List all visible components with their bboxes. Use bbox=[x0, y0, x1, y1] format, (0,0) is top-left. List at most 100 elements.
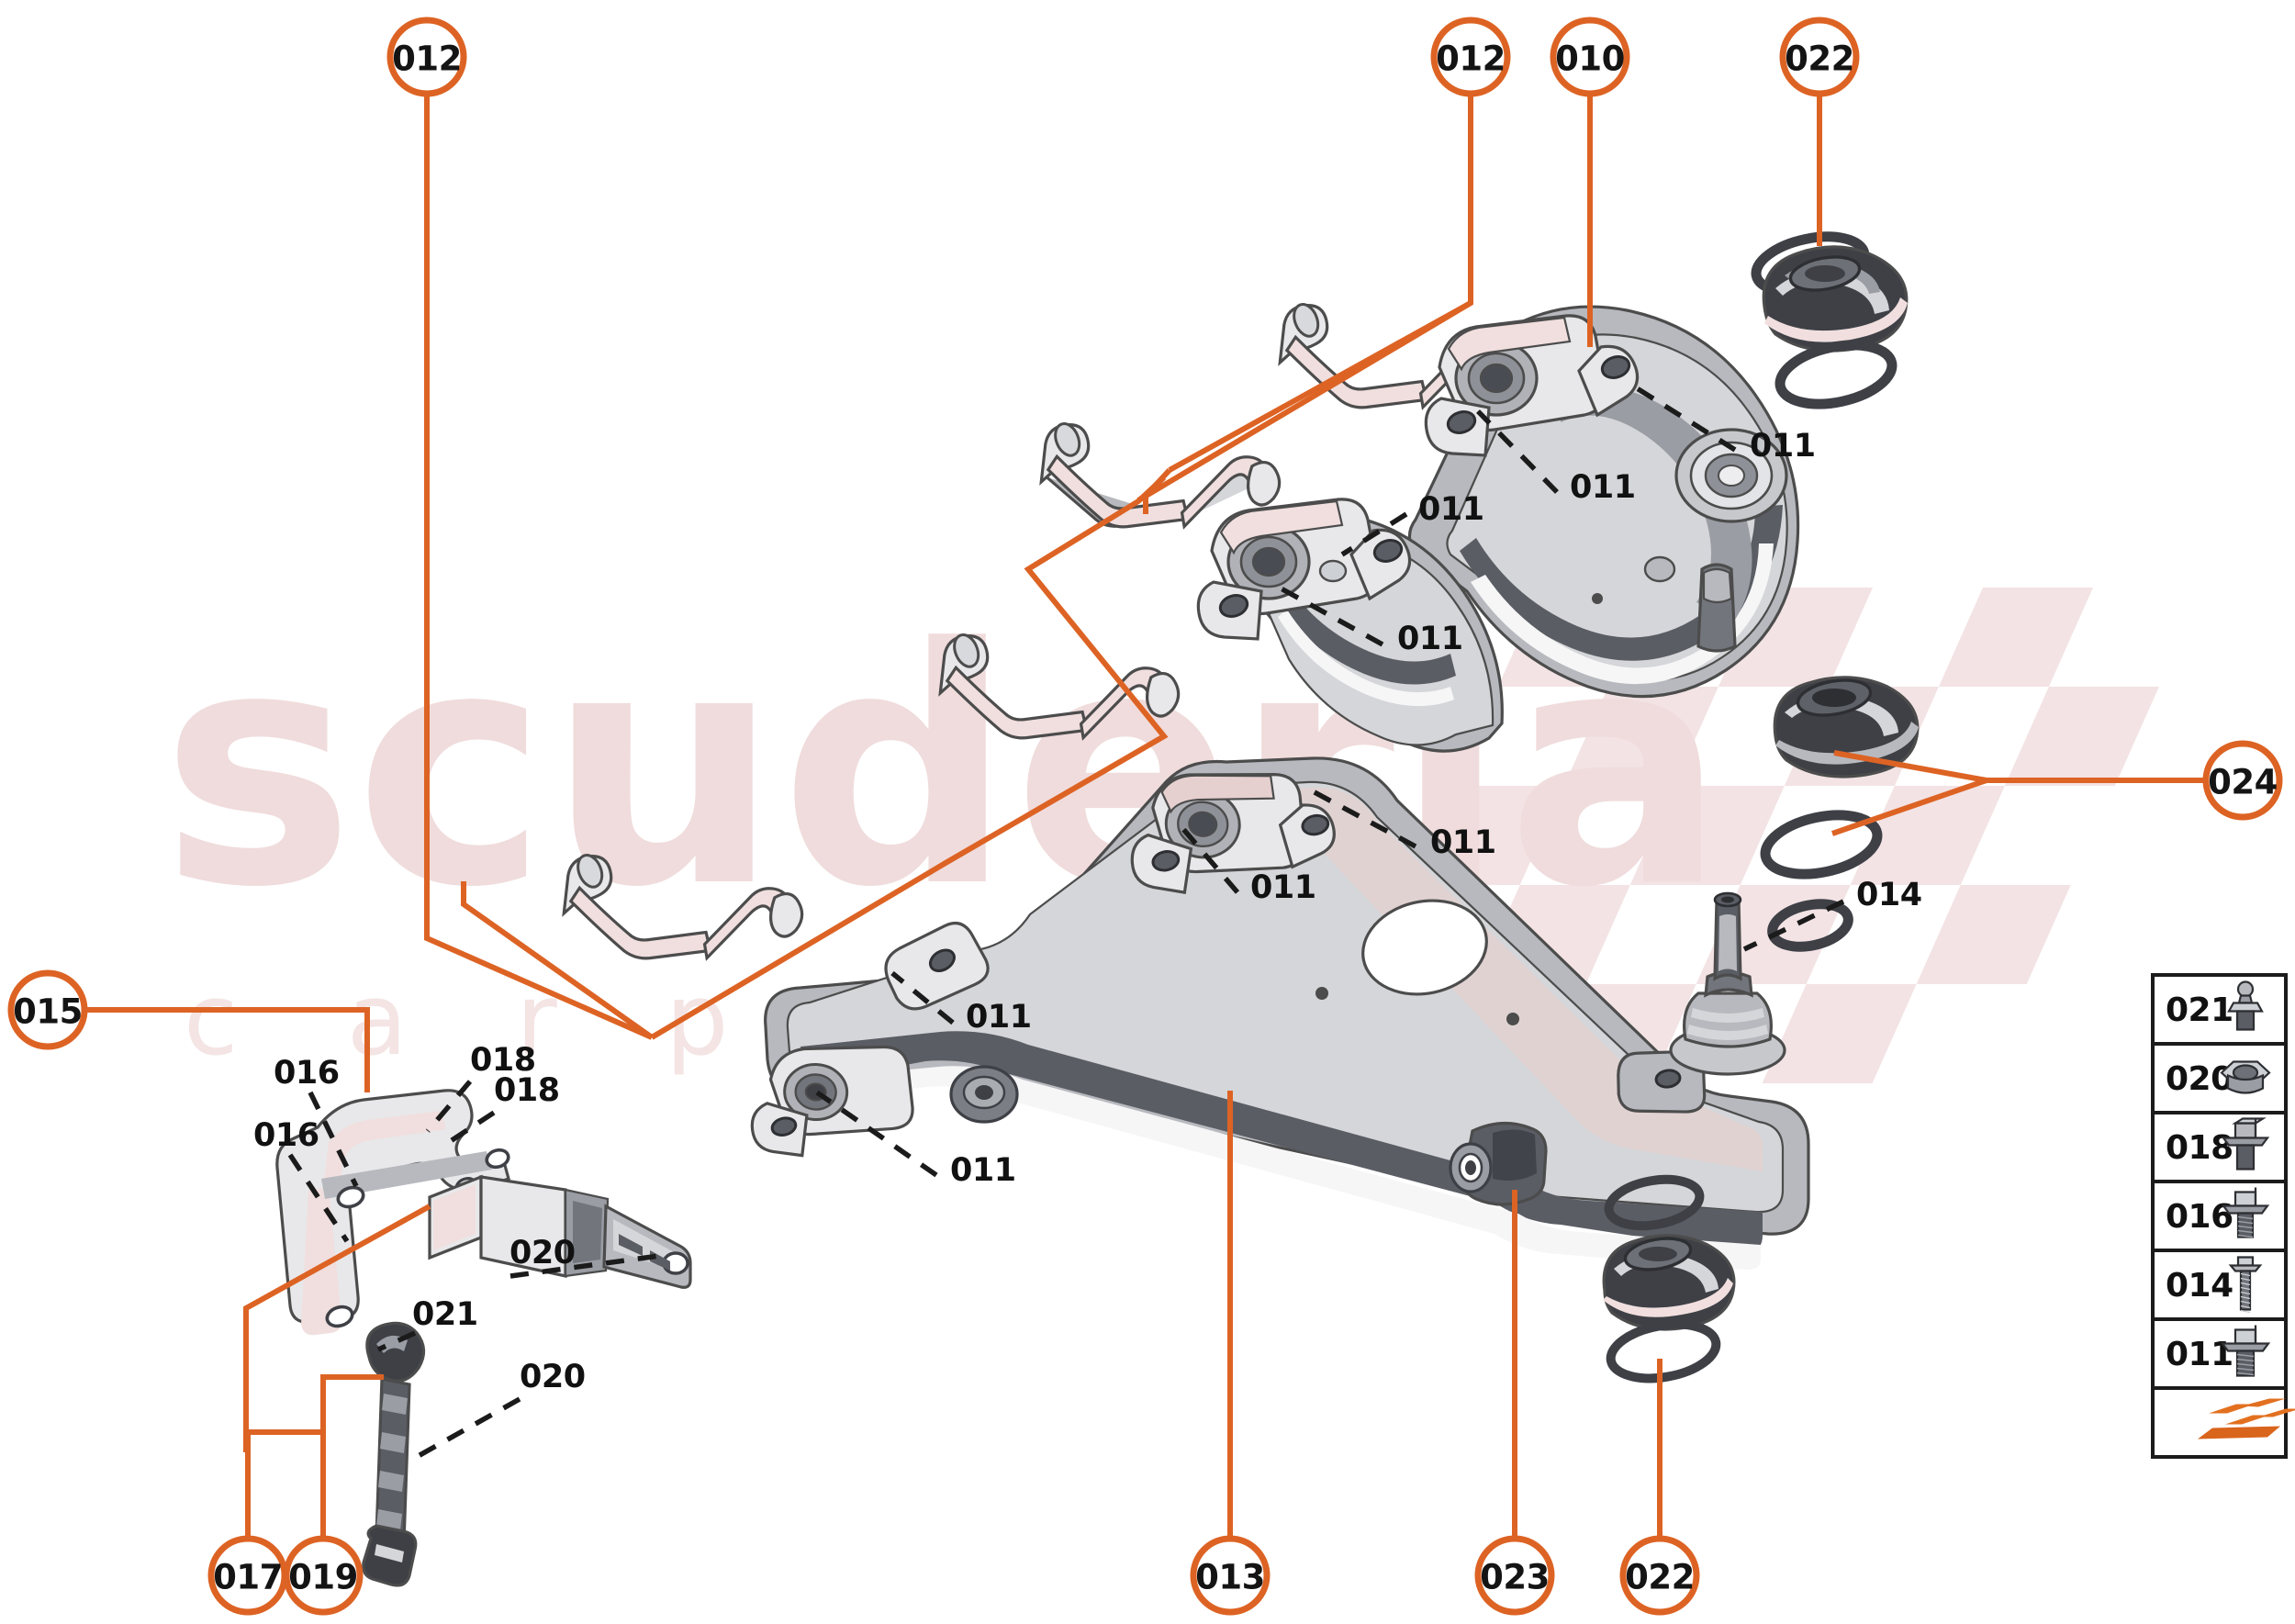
ball-joint-boot-kit-bottom bbox=[1602, 1174, 1736, 1383]
legend-row-label: 016 bbox=[2166, 1198, 2233, 1236]
callout-022[interactable]: 022 bbox=[1779, 17, 1860, 97]
callout-circle[interactable] bbox=[1430, 17, 1511, 97]
item-label: 016 bbox=[274, 1055, 340, 1092]
leader-012-diagonal2 bbox=[650, 475, 1169, 1040]
callout-013[interactable]: 013 bbox=[1190, 1535, 1271, 1616]
callout-circle[interactable] bbox=[1779, 17, 1860, 97]
item-label: 018 bbox=[470, 1042, 536, 1079]
callout-label: 023 bbox=[1480, 1558, 1550, 1597]
legend-row: 011 bbox=[2151, 1317, 2288, 1390]
item-label: 011 bbox=[1750, 428, 1816, 465]
item-label: 011 bbox=[950, 1152, 1016, 1189]
leader-024-upper bbox=[1833, 750, 1987, 783]
legend-row-label: 018 bbox=[2166, 1129, 2233, 1167]
callout-label: 019 bbox=[288, 1558, 358, 1597]
upper-control-arm bbox=[1407, 305, 1800, 699]
dash-011-ua-bl bbox=[1274, 583, 1384, 647]
outer-bushing bbox=[1674, 428, 1788, 523]
flange-nut-icon bbox=[2220, 1060, 2271, 1094]
legend-row-box bbox=[2151, 1111, 2288, 1183]
ball-joint-boot-kit-top bbox=[1751, 231, 1909, 409]
legend-row: 014 bbox=[2151, 1249, 2288, 1321]
item-label: 018 bbox=[494, 1072, 560, 1109]
callout-label: 012 bbox=[1436, 39, 1506, 79]
callout-024[interactable]: 024 bbox=[2202, 740, 2283, 821]
bolt-eye-ear bbox=[884, 922, 990, 1011]
callout-012[interactable]: 012 bbox=[1430, 17, 1511, 97]
callout-010[interactable]: 010 bbox=[1550, 17, 1630, 97]
bracket-clip bbox=[938, 633, 1181, 741]
dash-021 bbox=[376, 1330, 417, 1352]
leader-lines bbox=[86, 95, 2204, 1537]
legend-row-label: 011 bbox=[2166, 1336, 2233, 1373]
callout-019[interactable]: 019 bbox=[283, 1535, 364, 1616]
flange-bolt-threaded-icon bbox=[2221, 1187, 2270, 1238]
leader-019 bbox=[320, 1374, 384, 1537]
callout-circle[interactable] bbox=[1619, 1535, 1700, 1616]
legend-row-box bbox=[2151, 1180, 2288, 1252]
ride-height-sensor-015 bbox=[428, 1174, 692, 1289]
callout-012[interactable]: 012 bbox=[386, 17, 467, 97]
legend-row-label: 021 bbox=[2166, 991, 2233, 1029]
ball-stud-bolt-icon bbox=[2227, 980, 2264, 1031]
bushing-housing-left bbox=[750, 1045, 914, 1158]
flange-bolt-short-icon bbox=[2221, 1117, 2270, 1170]
callout-circle[interactable] bbox=[1550, 17, 1630, 97]
item-label: 020 bbox=[520, 1359, 586, 1395]
callout-circle[interactable] bbox=[386, 17, 467, 97]
item-label: 011 bbox=[966, 999, 1032, 1036]
item-label: 011 bbox=[1397, 621, 1463, 657]
item-label: 014 bbox=[1856, 877, 1922, 913]
item-label: 016 bbox=[253, 1117, 319, 1154]
boot-body bbox=[1773, 676, 1920, 778]
legend-row: 018 bbox=[2151, 1111, 2288, 1183]
item-label: 011 bbox=[1250, 869, 1316, 906]
o-ring-large bbox=[1760, 810, 1883, 879]
leader-024-lower bbox=[1831, 778, 1987, 836]
bushing-housing bbox=[1424, 314, 1640, 457]
leader-012-branch-a bbox=[461, 881, 654, 1040]
item-label: 011 bbox=[1430, 824, 1496, 861]
bushing-housing bbox=[1130, 773, 1336, 894]
dash-018-b bbox=[439, 1110, 496, 1150]
callout-label: 024 bbox=[2208, 763, 2278, 802]
legend-row-box bbox=[2151, 1386, 2288, 1459]
checkered-flag-icon bbox=[2198, 1398, 2295, 1439]
dash-020-a bbox=[509, 1253, 660, 1279]
legend-row-label: 014 bbox=[2166, 1267, 2233, 1305]
legend-row: 016 bbox=[2151, 1180, 2288, 1252]
callout-022[interactable]: 022 bbox=[1619, 1535, 1700, 1616]
leader-012-diagonal bbox=[1136, 300, 1472, 503]
callout-label: 015 bbox=[13, 992, 83, 1032]
callout-circle[interactable] bbox=[7, 969, 88, 1050]
legend-panel: 021 020 018 016 014 011 bbox=[2151, 973, 2295, 1459]
callout-circle[interactable] bbox=[1190, 1535, 1271, 1616]
rubber-bushing-023 bbox=[1449, 1121, 1548, 1206]
callout-label: 022 bbox=[1625, 1558, 1695, 1597]
callout-label: 022 bbox=[1785, 39, 1854, 79]
dash-011-la-l bbox=[890, 970, 955, 1025]
callout-label: 013 bbox=[1195, 1558, 1265, 1597]
rail-bushing bbox=[949, 1065, 1019, 1124]
item-label: 011 bbox=[1570, 469, 1636, 506]
flange-bolt-icon bbox=[2220, 1325, 2271, 1377]
callout-label: 010 bbox=[1555, 39, 1625, 79]
legend-row-label: 020 bbox=[2166, 1060, 2233, 1098]
dash-011-la-m bbox=[1180, 826, 1240, 894]
dash-011-ua-r bbox=[1625, 379, 1737, 453]
dash-016-a bbox=[308, 1091, 359, 1188]
ball-joint-boot-kit-rings bbox=[1760, 676, 1920, 952]
callout-circle[interactable] bbox=[283, 1535, 364, 1616]
callout-017[interactable]: 017 bbox=[207, 1535, 288, 1616]
callout-015[interactable]: 015 bbox=[7, 969, 88, 1050]
callout-circle[interactable] bbox=[1474, 1535, 1555, 1616]
callout-023[interactable]: 023 bbox=[1474, 1535, 1555, 1616]
item-label: 011 bbox=[1418, 491, 1484, 528]
dash-016-b bbox=[287, 1153, 350, 1243]
callout-circle[interactable] bbox=[2202, 740, 2283, 821]
legend-row bbox=[2151, 1386, 2295, 1459]
